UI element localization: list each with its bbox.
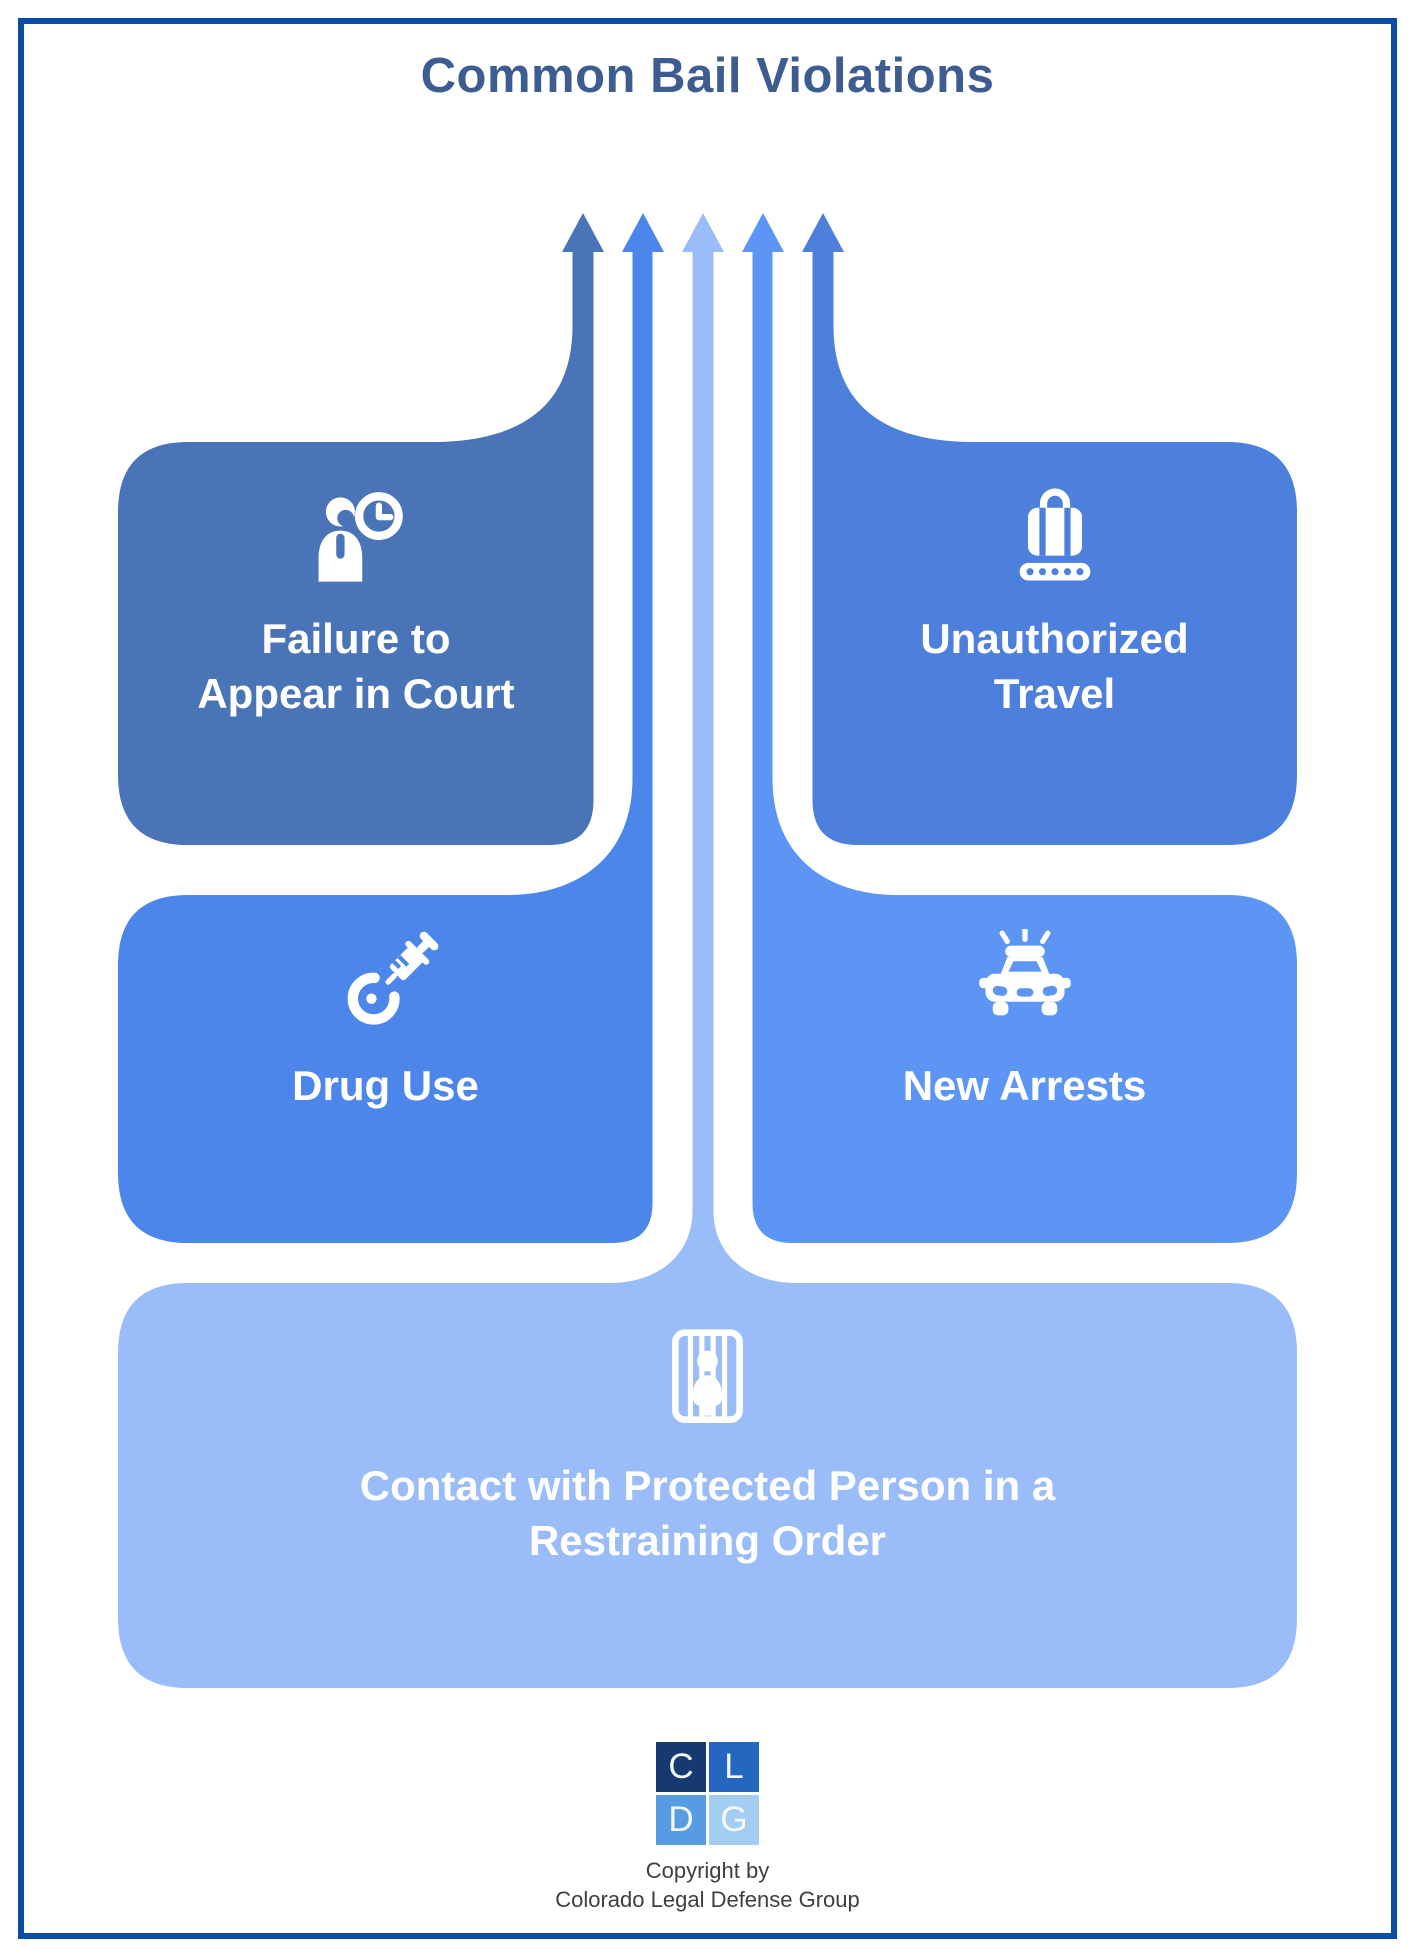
card-label: Failure to Appear in Court <box>197 615 515 717</box>
card-unauthorized-travel: Unauthorized Travel <box>812 442 1297 845</box>
copyright-line2: Colorado Legal Defense Group <box>555 1886 860 1912</box>
card-label: New Arrests <box>902 1062 1147 1109</box>
card-drug-use: Drug Use <box>118 895 653 1243</box>
card-shape-drug-use <box>118 213 664 1243</box>
card-shape-contact-protected <box>118 213 1297 1688</box>
logo-tile-c: C <box>656 1742 706 1792</box>
card-label: Contact with Protected Person in a Restr… <box>359 1462 1056 1564</box>
footer: C L D G Copyright by Colorado Legal Defe… <box>0 1742 1415 1914</box>
card-failure-to-appear: Failure to Appear in Court <box>118 442 594 845</box>
card-new-arrests: New Arrests <box>752 895 1297 1243</box>
syringe-arm-icon <box>347 931 438 1025</box>
person-clock-icon <box>318 492 403 582</box>
jail-person-icon <box>672 1329 743 1423</box>
luggage-conveyor-icon <box>1019 488 1090 581</box>
copyright-line1: Copyright by <box>645 1858 770 1883</box>
card-contact-protected: Contact with Protected Person in a Restr… <box>118 1283 1297 1688</box>
card-label: Unauthorized Travel <box>920 615 1189 717</box>
logo-tile-d: D <box>656 1795 706 1845</box>
page-title: Common Bail Violations <box>420 49 995 103</box>
police-car-icon <box>978 929 1071 1016</box>
card-shape-new-arrests <box>742 213 1297 1243</box>
cldg-logo: C L D G <box>656 1742 759 1845</box>
logo-tile-l: L <box>709 1742 759 1792</box>
logo-tile-g: G <box>709 1795 759 1845</box>
card-label: Drug Use <box>292 1062 479 1109</box>
